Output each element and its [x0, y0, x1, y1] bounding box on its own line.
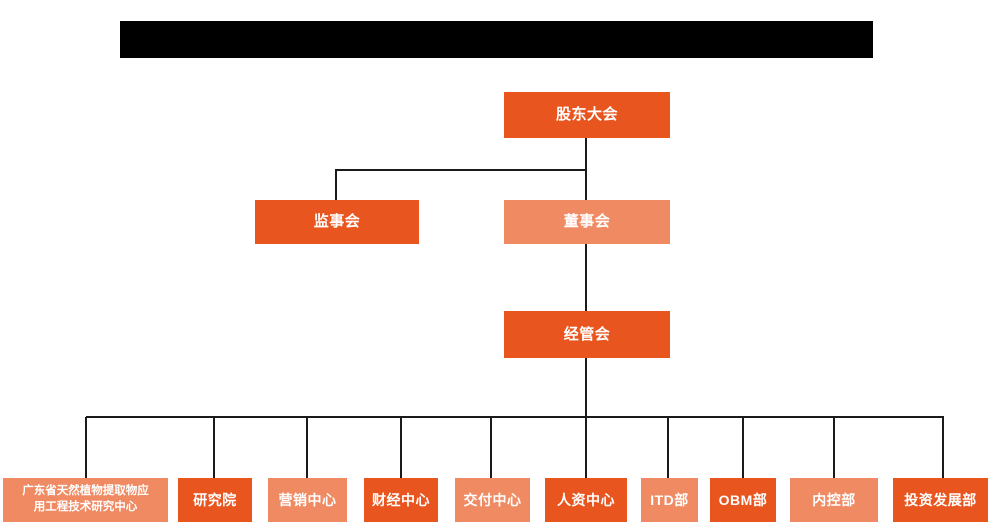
- connector-directors-management: [585, 244, 587, 312]
- node-dept-delivery-center[interactable]: 交付中心: [455, 478, 530, 522]
- node-label: 人资中心: [557, 491, 615, 508]
- connector-dept-research-institute: [213, 417, 215, 478]
- node-shareholders-meeting[interactable]: 股东大会: [504, 92, 670, 138]
- node-label: 研究院: [193, 491, 237, 508]
- connector-dept-delivery-center: [490, 417, 492, 478]
- connector-dept-obm: [742, 417, 744, 478]
- connector-shareholders-down: [585, 138, 587, 171]
- node-dept-hr-center[interactable]: 人资中心: [545, 478, 627, 522]
- connector-dept-hr-center: [585, 417, 587, 478]
- node-dept-finance-center[interactable]: 财经中心: [364, 478, 438, 522]
- node-dept-investment[interactable]: 投资发展部: [893, 478, 988, 522]
- node-label: 交付中心: [463, 491, 522, 508]
- node-label: 广东省天然植物提取物应 用工程技术研究中心: [22, 485, 149, 513]
- node-dept-obm[interactable]: OBM部: [710, 478, 776, 522]
- connector-dept-marketing-center: [306, 417, 308, 478]
- node-label: 内控部: [812, 491, 856, 508]
- node-label: ITD部: [650, 491, 689, 508]
- connector-supervisors-down: [335, 169, 337, 201]
- connector-dept-itd: [667, 417, 669, 478]
- connector-dept-investment: [942, 417, 944, 478]
- node-dept-research-institute[interactable]: 研究院: [178, 478, 252, 522]
- node-dept-gd-research-center[interactable]: 广东省天然植物提取物应 用工程技术研究中心: [3, 478, 168, 522]
- node-dept-itd[interactable]: ITD部: [641, 478, 698, 522]
- connector-directors-down: [585, 169, 587, 201]
- connector-dept-gd-research-center: [85, 417, 87, 478]
- connector-management-bus: [585, 358, 587, 418]
- node-dept-marketing-center[interactable]: 营销中心: [268, 478, 347, 522]
- node-label: 财经中心: [372, 491, 430, 508]
- connector-level2-bus: [335, 169, 587, 171]
- node-board-of-directors[interactable]: 董事会: [504, 200, 670, 244]
- node-label: 投资发展部: [904, 491, 977, 508]
- node-label: OBM部: [718, 491, 768, 508]
- node-management-committee[interactable]: 经管会: [504, 311, 670, 358]
- connector-dept-internal-control: [833, 417, 835, 478]
- node-dept-internal-control[interactable]: 内控部: [790, 478, 878, 522]
- title-banner-redacted: [120, 21, 873, 58]
- connector-dept-finance-center: [400, 417, 402, 478]
- node-label: 营销中心: [278, 491, 337, 508]
- connector-department-bus: [86, 416, 944, 418]
- node-board-of-supervisors[interactable]: 监事会: [255, 200, 419, 244]
